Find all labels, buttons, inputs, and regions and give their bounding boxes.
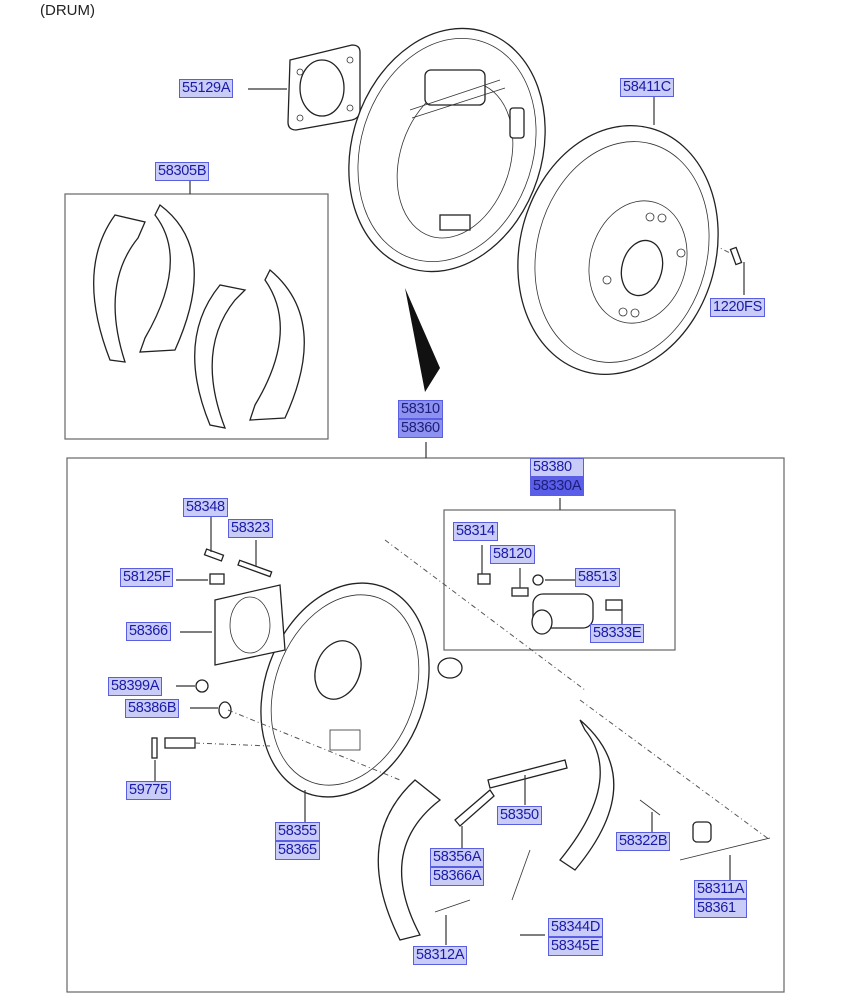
part-label-58355[interactable]: 58355 bbox=[275, 822, 320, 841]
part-label-59775[interactable]: 59775 bbox=[126, 781, 171, 800]
part-label-58311A[interactable]: 58311A bbox=[694, 880, 748, 899]
part-label-1220FS[interactable]: 1220FS bbox=[710, 298, 765, 317]
backing-plate-drawing bbox=[260, 582, 430, 798]
part-label-58386B[interactable]: 58386B bbox=[125, 699, 180, 718]
label-group-58344D: 58344D 58345E bbox=[548, 918, 603, 956]
part-label-58323[interactable]: 58323 bbox=[228, 519, 273, 538]
brake-shoe-left-drawing bbox=[377, 779, 442, 941]
part-label-58314[interactable]: 58314 bbox=[453, 522, 498, 541]
part-label-58366[interactable]: 58366 bbox=[126, 622, 171, 641]
diagram-title: (DRUM) bbox=[40, 2, 95, 19]
part-label-58366A[interactable]: 58366A bbox=[430, 867, 485, 886]
gasket-55129A-drawing bbox=[287, 44, 361, 131]
label-group-58311A: 58311A 58361 bbox=[694, 880, 748, 918]
part-label-58345E[interactable]: 58345E bbox=[548, 937, 603, 956]
brake-shoe-set-drawing bbox=[93, 204, 305, 429]
backing-plate-assembly-drawing bbox=[348, 27, 546, 273]
adjuster-drawing bbox=[487, 759, 568, 789]
label-group-58356A: 58356A 58366A bbox=[430, 848, 485, 886]
part-label-58344D[interactable]: 58344D bbox=[548, 918, 603, 937]
part-label-58348[interactable]: 58348 bbox=[183, 498, 228, 517]
part-label-58330A[interactable]: 58330A bbox=[530, 477, 585, 496]
brake-drum-drawing bbox=[517, 125, 743, 375]
wheel-cylinder-drawing bbox=[477, 545, 623, 635]
explode-arrow bbox=[405, 288, 440, 392]
part-label-58380[interactable]: 58380 bbox=[530, 458, 585, 477]
part-label-58312A[interactable]: 58312A bbox=[413, 946, 468, 965]
assembly-frame bbox=[66, 457, 785, 993]
part-label-58125F[interactable]: 58125F bbox=[120, 568, 174, 587]
brake-shoe-right-drawing bbox=[559, 719, 615, 871]
label-group-58380: 58380 58330A bbox=[530, 458, 585, 496]
part-label-58360[interactable]: 58360 bbox=[398, 419, 443, 438]
gasket-58366-drawing bbox=[214, 584, 286, 666]
part-label-55129A[interactable]: 55129A bbox=[179, 79, 234, 98]
part-label-58513[interactable]: 58513 bbox=[575, 568, 620, 587]
part-label-58333E[interactable]: 58333E bbox=[590, 624, 645, 643]
part-label-58411C[interactable]: 58411C bbox=[620, 78, 674, 97]
part-label-58361[interactable]: 58361 bbox=[694, 899, 748, 918]
part-label-58322B[interactable]: 58322B bbox=[616, 832, 671, 851]
part-label-58305B[interactable]: 58305B bbox=[155, 162, 210, 181]
part-label-58310[interactable]: 58310 bbox=[398, 400, 443, 419]
label-group-58355: 58355 58365 bbox=[275, 822, 320, 860]
part-label-58120[interactable]: 58120 bbox=[490, 545, 535, 564]
shoe-kit-frame bbox=[64, 193, 329, 440]
part-label-58365[interactable]: 58365 bbox=[275, 841, 320, 860]
part-label-58350[interactable]: 58350 bbox=[497, 806, 542, 825]
part-label-58399A[interactable]: 58399A bbox=[108, 677, 163, 696]
label-group-58310: 58310 58360 bbox=[398, 400, 443, 438]
part-label-58356A[interactable]: 58356A bbox=[430, 848, 485, 867]
